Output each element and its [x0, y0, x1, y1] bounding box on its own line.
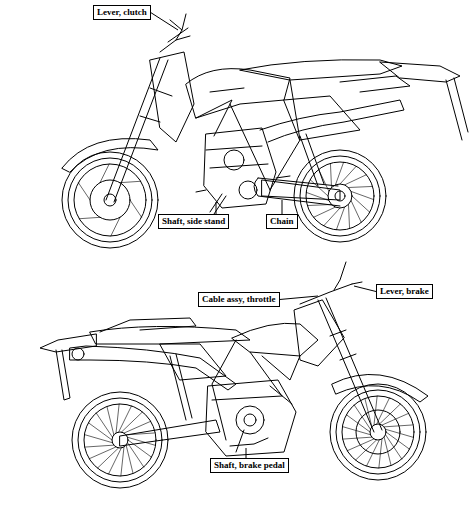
- callout-label: Shaft, side stand: [158, 214, 229, 229]
- callout-label: Cable assy, throttle: [198, 292, 280, 307]
- spoke: [379, 439, 382, 468]
- spoke: [121, 412, 142, 432]
- leader-line: [280, 296, 318, 300]
- spoke: [100, 164, 109, 183]
- spoke: [356, 440, 377, 460]
- leader-line: [282, 200, 283, 214]
- callout-label: Lever, clutch: [93, 5, 151, 20]
- spoke: [351, 201, 361, 223]
- callout-label: Chain: [266, 214, 298, 229]
- spoke: [384, 437, 391, 465]
- spoke: [314, 207, 336, 217]
- bottom-motorcycle: [40, 262, 428, 488]
- spoke: [107, 406, 114, 434]
- wheel-spokes: [78, 162, 413, 476]
- spoke: [352, 196, 370, 212]
- spoke: [330, 163, 331, 187]
- spoke: [84, 435, 112, 443]
- spoke: [348, 186, 372, 187]
- spoke: [130, 200, 142, 217]
- part-name: Lever, brake: [380, 286, 429, 297]
- spoke: [121, 447, 124, 476]
- leader-line: [151, 13, 178, 31]
- spoke: [89, 447, 116, 459]
- spoke: [382, 413, 409, 425]
- spoke: [386, 429, 414, 437]
- spoke: [126, 433, 155, 435]
- spoke: [365, 398, 372, 426]
- part-name: Shaft, side stand: [162, 216, 225, 227]
- part-name: Cable assy, throttle: [202, 294, 276, 305]
- spoke: [345, 175, 367, 185]
- spoke: [116, 404, 119, 433]
- spoke: [111, 217, 120, 236]
- spoke: [348, 204, 349, 228]
- spoke: [128, 443, 144, 467]
- spoke: [78, 183, 90, 200]
- top-motorcycle: [62, 14, 468, 248]
- spoke: [324, 208, 340, 226]
- part-name: Lever, clutch: [97, 7, 147, 18]
- leader-line: [354, 286, 376, 292]
- spoke: [354, 405, 370, 429]
- spoke: [384, 425, 413, 427]
- spoke: [96, 413, 112, 437]
- spoke: [307, 204, 331, 205]
- spoke: [343, 437, 372, 439]
- callout-label: Shaft, brake pedal: [210, 458, 289, 473]
- part-name: Shaft, brake pedal: [214, 460, 285, 471]
- spoke: [310, 180, 328, 196]
- spoke: [386, 435, 402, 459]
- spoke: [120, 181, 141, 182]
- spoke: [85, 445, 114, 447]
- leader-line: [246, 448, 247, 458]
- leader-line: [216, 202, 217, 214]
- spoke: [98, 448, 119, 468]
- spoke: [351, 191, 374, 199]
- spoke: [342, 427, 370, 435]
- spoke: [374, 396, 377, 425]
- spoke: [79, 217, 100, 218]
- spoke: [347, 439, 374, 451]
- part-name: Chain: [270, 216, 294, 227]
- spoke: [319, 170, 329, 192]
- spoke: [340, 166, 356, 184]
- spoke: [128, 437, 156, 445]
- spoke: [126, 445, 133, 473]
- callout-label: Lever, brake: [376, 284, 433, 299]
- spoke: [379, 404, 400, 424]
- spoke: [124, 421, 151, 433]
